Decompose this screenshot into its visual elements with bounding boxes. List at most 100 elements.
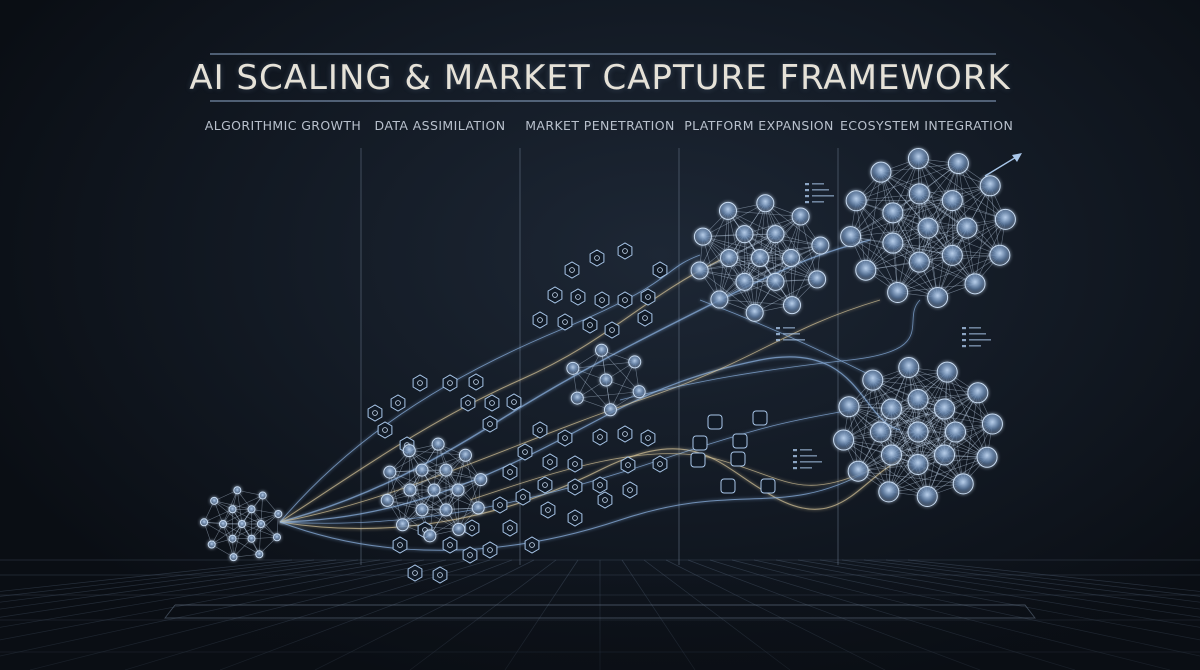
network-node [428,484,440,496]
annotation-glyph [793,461,797,463]
hexagon-module-icon [413,375,427,391]
hexagon-outline [538,477,552,493]
hexagon-module-icon [525,537,539,553]
network-node [908,149,928,169]
hexagon-outline [393,537,407,553]
network-node [942,245,962,265]
hexagon-module-icon [558,314,572,330]
hexagon-outline [623,482,637,498]
hexagon-module-icon [518,444,532,460]
annotation-glyph [812,201,824,203]
hexagon-module-icon [433,567,447,583]
annotation-glyph [800,467,812,469]
network-node [719,202,736,219]
hexagon-module-icon [393,537,407,553]
network-node [475,474,487,486]
hexagon-outline [565,262,579,278]
annotation-glyph [783,327,795,329]
network-node [784,297,801,314]
hexagon-module-icon [641,430,655,446]
network-node [982,414,1002,434]
network-node [834,430,854,450]
module-box-icon [761,479,775,493]
hexagon-module-icon [541,502,555,518]
hexagon-outline [618,243,632,259]
hexagon-module-icon [558,430,572,446]
cluster-edge [858,409,944,471]
hexagon-module-icon [598,492,612,508]
network-node [596,344,608,356]
arrow-icon [985,153,1022,176]
network-node [416,504,428,516]
hexagon-outline [469,374,483,390]
hexagon-outline [533,422,547,438]
hexagon-outline [571,289,585,305]
annotation-glyph [962,327,966,329]
annotation-glyph [962,333,966,335]
network-node [980,176,1000,196]
network-node [883,233,903,253]
hexagon-module-icon [568,479,582,495]
network-node [908,390,928,410]
hexagon-outline [368,405,382,421]
network-node [909,252,929,272]
hexagon-module-icon [593,477,607,493]
hexagon-outline [638,310,652,326]
hexagon-outline [618,292,632,308]
module-box-icon [721,479,735,493]
network-node [416,464,428,476]
hexagon-module-icon [443,375,457,391]
cluster-edge [233,495,263,509]
hexagon-module-icon [653,262,667,278]
annotation-glyph [800,449,812,451]
network-node [274,534,281,541]
network-node [881,399,901,419]
network-node [848,461,868,481]
hexagon-module-icon [368,405,382,421]
annotation-glyph [783,333,800,335]
hexagon-outline [516,489,530,505]
hexagon-outline [483,542,497,558]
module-box-icon [691,453,705,467]
annotation-glyph [805,201,809,203]
cluster-edge [204,522,232,538]
hexagon-module-icon [485,395,499,411]
network-node [721,250,738,267]
hexagon-outline [641,289,655,305]
module-box-icon [708,415,722,429]
network-node [863,370,883,390]
hexagon-outline [568,510,582,526]
hexagon-outline [391,395,405,411]
hexagon-outline [433,567,447,583]
network-node [424,530,436,542]
network-node [459,449,471,461]
network-node [767,273,784,290]
network-node [871,162,891,182]
hexagon-module-icon [503,520,517,536]
hexagon-module-icon [583,317,597,333]
network-node [783,250,800,267]
network-node [694,228,711,245]
network-node [879,482,899,502]
hexagon-module-icon [568,456,582,472]
annotation-glyph [812,183,824,185]
network-node [440,464,452,476]
network-node [899,357,919,377]
hexagon-outline [378,422,392,438]
hexagon-outline [641,430,655,446]
annotation-glyph [962,345,966,347]
annotation-glyph [812,189,829,191]
network-node [746,304,763,321]
hexagon-module-icon [618,292,632,308]
hexagon-outline [593,477,607,493]
hexagon-outline [621,457,635,473]
hexagon-outline [518,444,532,460]
hexagon-module-icon [590,250,604,266]
hexagon-outline [503,520,517,536]
network-node [440,504,452,516]
cluster-edge [577,350,601,398]
network-node [809,271,826,288]
hexagon-module-icon [465,520,479,536]
network-node [397,519,409,531]
